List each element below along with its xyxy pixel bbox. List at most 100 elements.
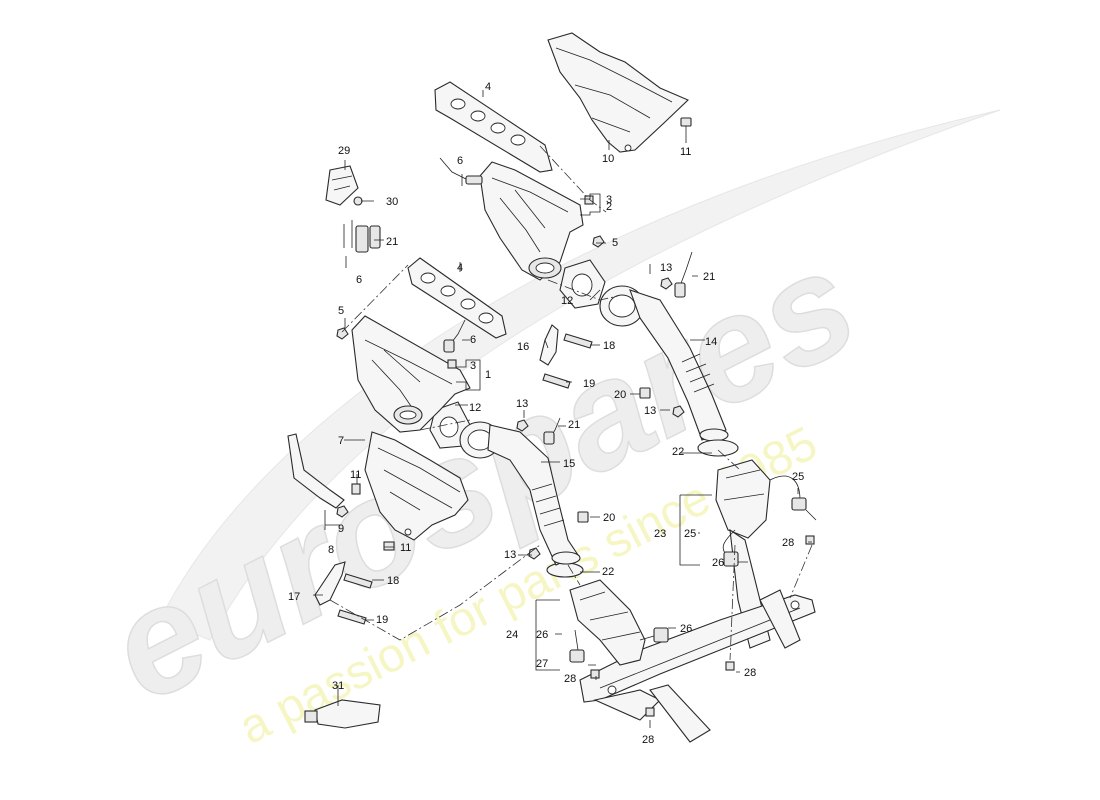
callout-label: 31 — [332, 680, 344, 692]
callout-label: 3 — [606, 194, 612, 206]
bolt-11-lower-a — [351, 483, 361, 495]
oxygen-sensor-21-upper — [674, 251, 693, 298]
oxygen-sensor-6-lower — [443, 319, 466, 353]
clamp-22-lower — [546, 562, 584, 578]
callout-label: 13 — [660, 262, 672, 274]
callout-label: 23 — [654, 528, 666, 540]
connector-29 — [325, 165, 359, 206]
callout-label: 13 — [516, 398, 528, 410]
manifold-gasket-upper — [434, 81, 553, 173]
clip-3-upper — [584, 195, 594, 205]
callout-label: 28 — [564, 673, 576, 685]
clamp-22-upper — [697, 439, 739, 457]
callout-label: 21 — [386, 236, 398, 248]
tailpipe-left — [649, 684, 711, 743]
nut-5-upper — [592, 235, 605, 248]
callout-label: 28 — [642, 734, 654, 746]
callout-label: 6 — [470, 334, 476, 346]
callout-label: 13 — [504, 549, 516, 561]
callout-label: 11 — [400, 542, 411, 554]
callout-label: 20 — [614, 389, 626, 401]
callout-label: 4 — [457, 262, 463, 274]
clip-3-lower — [447, 359, 457, 369]
heat-shield-lower — [364, 431, 469, 541]
callout-label: 28 — [782, 537, 794, 549]
callout-label: 2 — [606, 201, 612, 213]
callout-label: 28 — [744, 667, 756, 679]
exhaust-manifold-upper — [479, 161, 584, 281]
bolt-19-upper — [542, 373, 571, 389]
oxygen-sensor-6-upper — [439, 157, 483, 185]
callout-label: 13 — [644, 405, 656, 417]
nut-9 — [336, 505, 349, 518]
callout-label: 10 — [602, 153, 614, 165]
callout-label: 15 — [563, 458, 575, 470]
paste-tube-31 — [304, 699, 381, 729]
catalytic-converter-left — [569, 579, 646, 666]
callout-label: 20 — [603, 512, 615, 524]
callout-label: 26 — [536, 629, 548, 641]
callout-label: 25 — [684, 528, 696, 540]
callout-label: 24 — [506, 629, 518, 641]
bolt-18-lower — [343, 573, 373, 589]
front-pipe-lower — [459, 421, 581, 566]
callout-label: 5 — [612, 237, 618, 249]
callout-label: 8 — [328, 544, 334, 556]
bolt-18-upper — [563, 333, 593, 349]
nut-13-b — [672, 405, 685, 418]
bolt-11-upper — [680, 117, 692, 133]
bracket-17 — [314, 561, 346, 606]
crossmember — [579, 594, 816, 721]
callout-label: 16 — [517, 341, 529, 353]
callout-label: 7 — [338, 435, 344, 447]
callout-label: 21 — [568, 419, 580, 431]
tailpipe-right — [759, 589, 801, 649]
heat-shield-upper — [547, 32, 689, 153]
callout-label: 11 — [350, 469, 361, 481]
watermark-swoosh — [159, 109, 1001, 641]
oxygen-sensor-25 — [769, 475, 817, 521]
callout-label: 12 — [561, 295, 573, 307]
connector-26-right — [722, 529, 739, 567]
callout-label: 9 — [338, 523, 344, 535]
callout-label: 5 — [338, 305, 344, 317]
connector-21-6 — [343, 220, 381, 253]
callout-label: 11 — [680, 146, 691, 158]
bracket-9 — [287, 433, 345, 509]
bolt-20-lower — [577, 511, 589, 523]
callout-label: 17 — [288, 591, 300, 603]
bolt-28-b — [725, 661, 735, 671]
exhaust-manifold-lower — [351, 315, 471, 433]
grommet-30 — [353, 196, 363, 206]
callout-label: 25 — [792, 471, 804, 483]
front-pipe-upper — [599, 285, 729, 442]
callout-label: 22 — [672, 446, 684, 458]
nut-13-a — [660, 277, 673, 290]
callout-label: 29 — [338, 145, 350, 157]
nut-5-lower — [336, 327, 349, 340]
callout-label: 4 — [485, 81, 491, 93]
callout-label: 19 — [376, 614, 388, 626]
callout-label: 12 — [469, 402, 481, 414]
callout-label: 21 — [703, 271, 715, 283]
connector-26-left — [639, 627, 669, 643]
callout-label: 6 — [356, 274, 362, 286]
callout-label: 26 — [680, 623, 692, 635]
callout-label: 30 — [386, 196, 398, 208]
callout-labels: 1 2 3 3 4 4 5 5 6 6 6 7 8 9 10 11 11 11 … — [288, 81, 804, 746]
bolt-28-right — [805, 535, 815, 545]
leader-lines — [313, 90, 813, 728]
callout-label: 19 — [583, 378, 595, 390]
bolt-11-lower-b — [383, 541, 395, 551]
callout-label: 22 — [602, 566, 614, 578]
bolt-28-a — [590, 669, 600, 679]
callout-label: 26 — [712, 557, 724, 569]
oxygen-sensor-27 — [569, 629, 585, 663]
callout-label: 6 — [457, 155, 463, 167]
nut-13-c — [516, 419, 529, 432]
callout-label: 1 — [485, 369, 491, 381]
manifold-gasket-lower — [407, 257, 507, 339]
callout-label: 14 — [705, 336, 717, 348]
callout-label: 27 — [536, 658, 548, 670]
